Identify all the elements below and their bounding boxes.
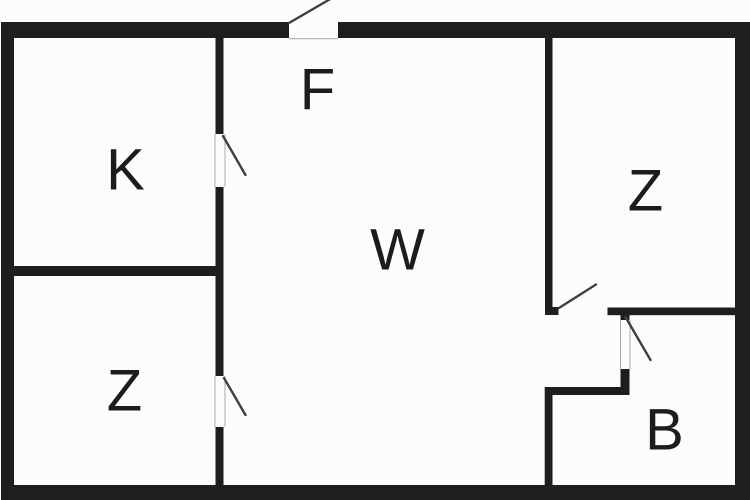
svg-text:Z: Z xyxy=(107,359,142,424)
svg-text:Z: Z xyxy=(628,159,663,224)
svg-text:K: K xyxy=(106,138,145,203)
svg-text:B: B xyxy=(645,398,684,463)
svg-text:F: F xyxy=(300,58,335,123)
svg-text:W: W xyxy=(370,218,425,283)
